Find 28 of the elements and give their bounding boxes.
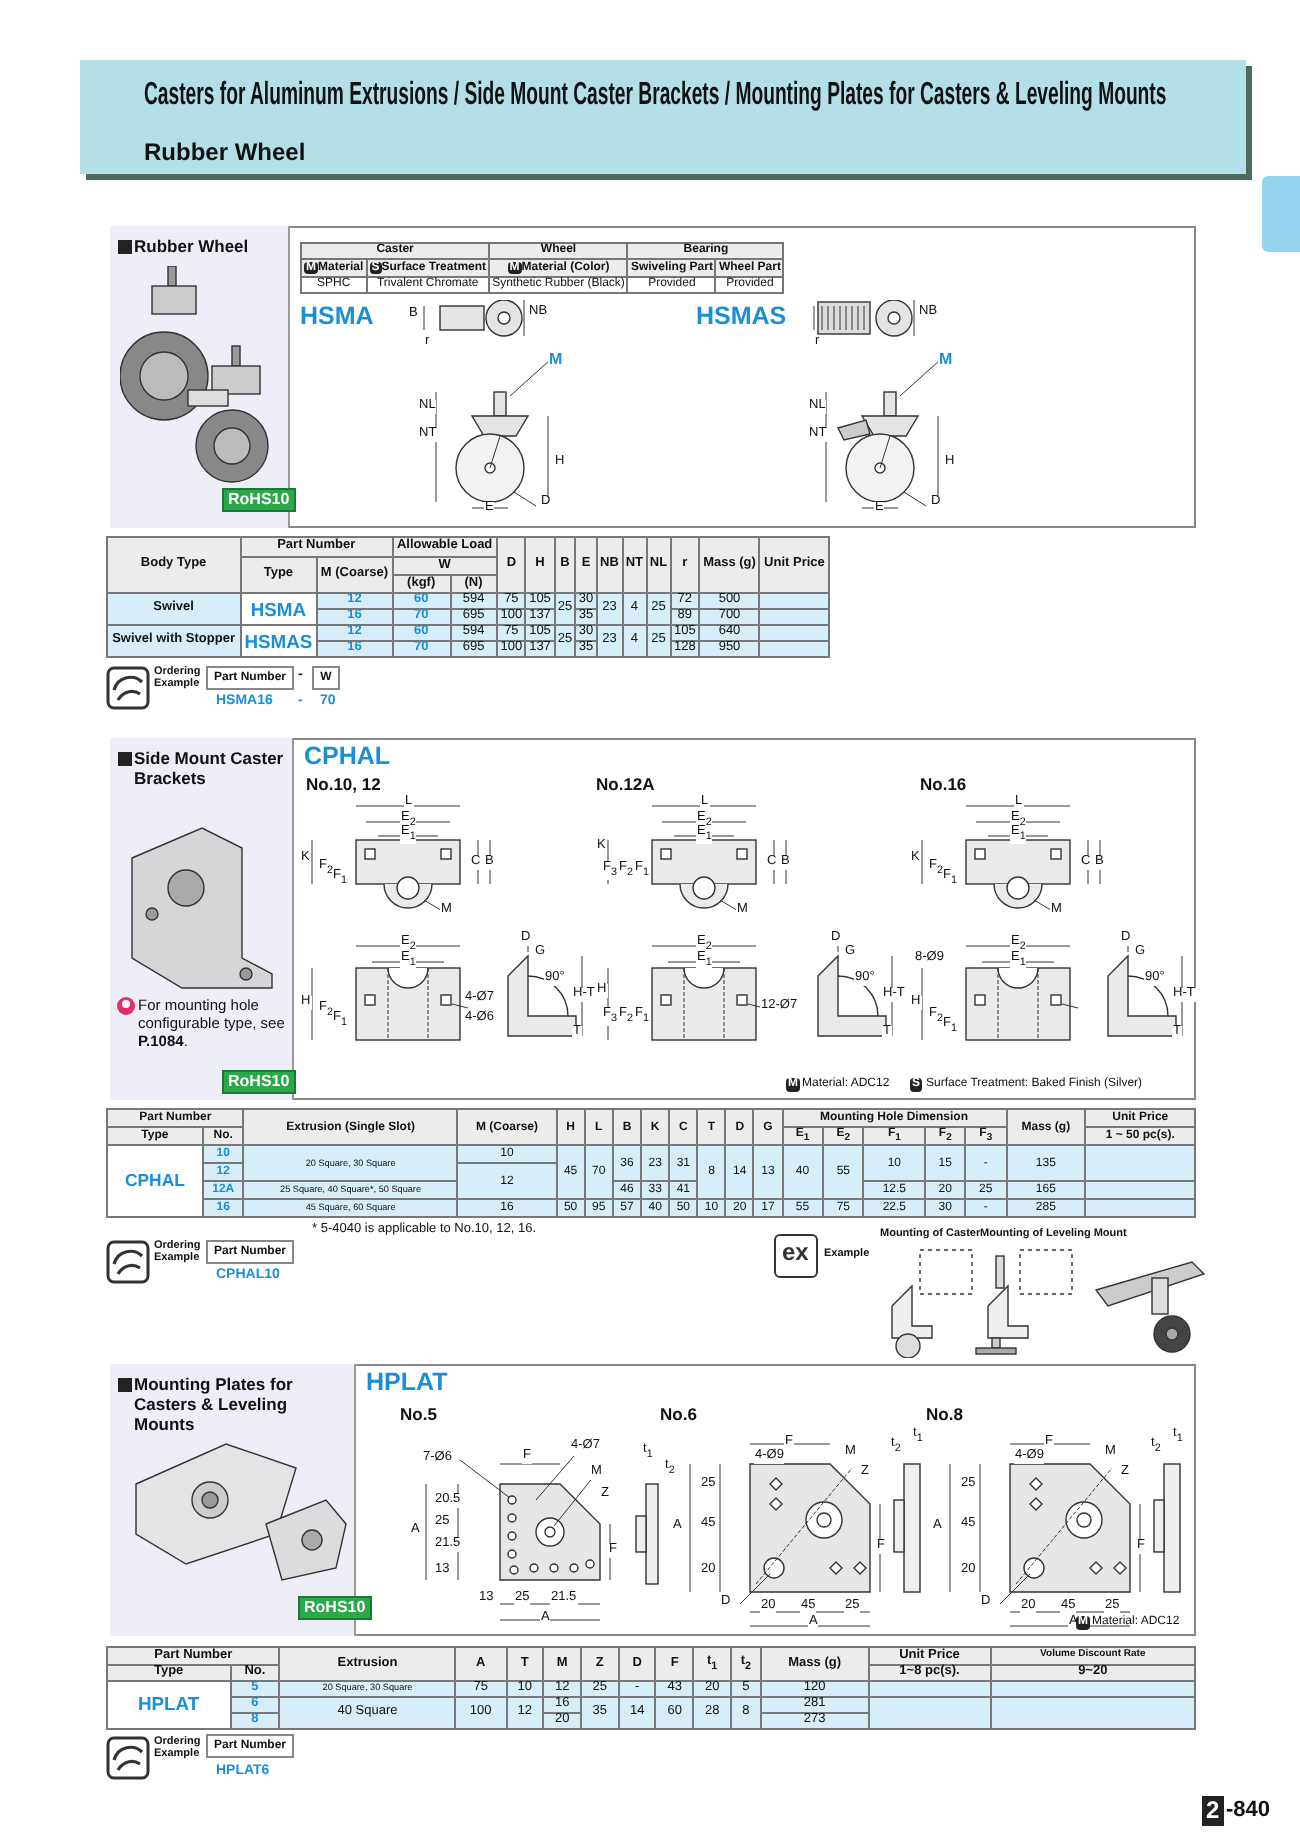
product-panel bbox=[110, 738, 294, 1100]
drawing-title: No.5 bbox=[400, 1406, 437, 1424]
drawing-title: No.8 bbox=[926, 1406, 963, 1424]
part-type: HSMA bbox=[240, 593, 317, 625]
page-title: Casters for Aluminum Extrusions / Side Mount Caster Brackets / Mounting Plates for Casters & Leveling Mounts bbox=[144, 80, 1167, 114]
product-code: HSMAS bbox=[696, 304, 787, 331]
drawing-title: No.16 bbox=[920, 776, 967, 794]
section-heading: Rubber Wheel bbox=[134, 236, 251, 257]
section-heading: Mounting Plates for Casters & Leveling Mounts bbox=[134, 1374, 295, 1436]
part-type: HSMAS bbox=[240, 625, 317, 657]
page-number: -840 bbox=[1226, 1800, 1271, 1824]
part-type: CPHAL bbox=[107, 1145, 203, 1218]
dimension-label: M bbox=[548, 352, 564, 369]
page-subtitle: Rubber Wheel bbox=[144, 140, 306, 166]
example-marker-text: ex bbox=[782, 1240, 809, 1266]
compliance-mark: RoHS10 bbox=[298, 1596, 372, 1621]
product-code: HSMA bbox=[300, 304, 374, 331]
compliance-mark: RoHS10 bbox=[222, 488, 296, 513]
compliance-mark: RoHS10 bbox=[222, 1070, 296, 1095]
dimension-label: M bbox=[938, 352, 954, 369]
drawing-title: No.6 bbox=[660, 1406, 697, 1424]
page-number: 2 bbox=[1202, 1796, 1224, 1826]
section-heading: Side Mount Caster Brackets bbox=[134, 748, 286, 789]
product-code: CPHAL bbox=[304, 744, 391, 771]
drawing-title: No.12A bbox=[596, 776, 655, 794]
product-code: HPLAT bbox=[366, 1370, 448, 1397]
product-panel bbox=[110, 226, 290, 528]
part-type: HPLAT bbox=[107, 1681, 231, 1729]
